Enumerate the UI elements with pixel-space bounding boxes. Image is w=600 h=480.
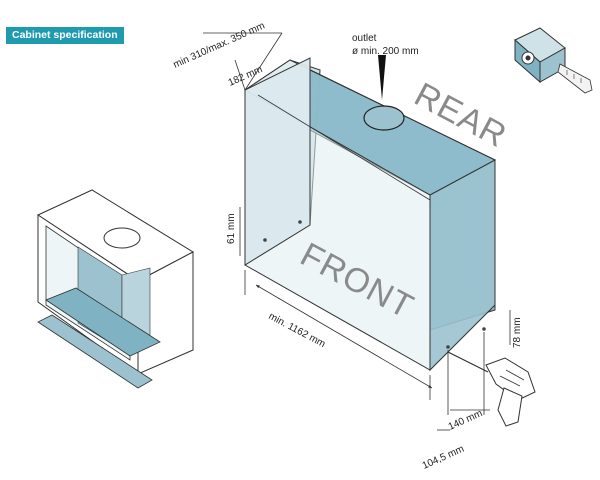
- drill-icon: [447, 351, 536, 427]
- page-title: Cabinet specification: [6, 27, 124, 44]
- hole-side-offset-label: 104,5 mm: [421, 444, 466, 472]
- tape-measure-icon: [514, 27, 593, 94]
- right-hole-height-label: 78 mm: [512, 317, 523, 348]
- left-hole-height-label: 61 mm: [226, 213, 237, 244]
- outlet-diameter-label: ø min. 200 mm: [352, 46, 419, 57]
- width-dimension-line: [255, 284, 433, 389]
- width-label: min. 1162 mm: [267, 311, 327, 350]
- main-cabinet-illustration: [244, 57, 497, 372]
- small-cabinet-illustration: [36, 189, 195, 389]
- hole-spacing-label: 140 mm: [447, 408, 484, 433]
- outlet-arrow: [378, 55, 386, 100]
- outlet-label: outlet: [352, 33, 377, 44]
- depth-label: min 310/max. 350 mm: [172, 20, 267, 70]
